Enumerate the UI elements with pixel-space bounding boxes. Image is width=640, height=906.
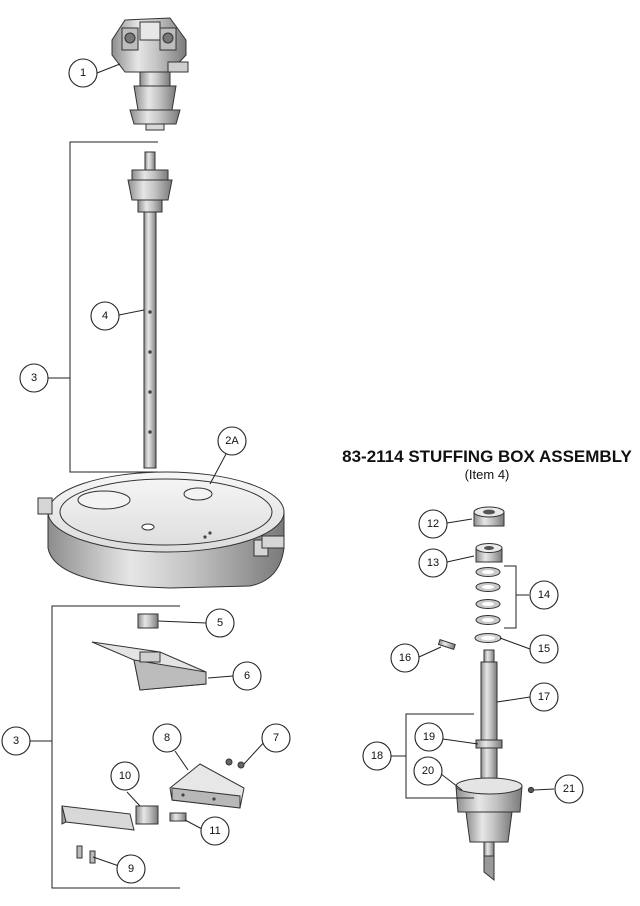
- svg-text:17: 17: [538, 691, 550, 703]
- callout-20: 20: [413, 756, 443, 786]
- svg-text:3: 3: [13, 735, 19, 747]
- callout-8: 8: [152, 723, 182, 753]
- svg-text:3: 3: [31, 372, 37, 384]
- svg-text:1: 1: [80, 67, 86, 79]
- key-part: [437, 638, 456, 650]
- callout-3-lower: 3: [1, 726, 31, 756]
- gland-part: [475, 543, 503, 563]
- gland-nut-part: [473, 506, 505, 527]
- o-ring-part: [475, 739, 503, 749]
- svg-text:19: 19: [423, 731, 435, 743]
- nut-part: [137, 613, 159, 629]
- svg-text:7: 7: [273, 732, 279, 744]
- svg-text:8: 8: [164, 732, 170, 744]
- ball-part: [225, 758, 233, 766]
- callout-2a: 2A: [217, 426, 247, 456]
- lower-plate-part: [61, 805, 135, 831]
- callout-1: 1: [68, 58, 98, 88]
- set-screw-part: [527, 786, 535, 794]
- svg-text:4: 4: [102, 310, 108, 322]
- callout-6: 6: [232, 661, 262, 691]
- callout-5: 5: [205, 608, 235, 638]
- svg-text:12: 12: [427, 518, 439, 530]
- svg-text:10: 10: [119, 770, 131, 782]
- callout-18: 18: [362, 741, 392, 771]
- callout-13: 13: [418, 548, 448, 578]
- block-part: [135, 805, 159, 825]
- shaft-part: [480, 649, 498, 787]
- assembly-title: 83-2114 STUFFING BOX ASSEMBLY: [342, 447, 632, 466]
- svg-text:2A: 2A: [225, 435, 239, 447]
- callout-17: 17: [529, 682, 559, 712]
- bracket-plate-part: [169, 763, 245, 809]
- svg-text:11: 11: [209, 825, 220, 837]
- pin-part: [169, 812, 187, 822]
- assembly-subtitle: (Item 4): [465, 467, 510, 482]
- svg-text:21: 21: [563, 783, 575, 795]
- svg-text:6: 6: [244, 670, 250, 682]
- screws-part: [76, 845, 96, 864]
- svg-text:13: 13: [427, 557, 439, 569]
- housing-part: [455, 777, 523, 882]
- washer-part: [474, 633, 502, 643]
- callout-9: 9: [116, 854, 146, 884]
- upper-group-bracket: [69, 141, 158, 473]
- packing-rings-part: [475, 567, 501, 625]
- air-motor-part: [111, 17, 189, 131]
- svg-text:18: 18: [371, 750, 383, 762]
- callout-19: 19: [414, 722, 444, 752]
- drum-cover-part: [37, 471, 285, 589]
- svg-text:5: 5: [217, 617, 223, 629]
- callout-15: 15: [529, 634, 559, 664]
- callout-7: 7: [261, 723, 291, 753]
- callout-14: 14: [529, 580, 559, 610]
- svg-text:14: 14: [538, 589, 550, 601]
- callout-21: 21: [554, 774, 584, 804]
- callout-3-upper: 3: [19, 363, 49, 393]
- callout-11: 11: [200, 816, 230, 846]
- foot-valve-part: [91, 641, 207, 691]
- callout-16: 16: [390, 643, 420, 673]
- svg-text:20: 20: [422, 765, 434, 777]
- svg-text:16: 16: [399, 652, 411, 664]
- callout-12: 12: [418, 509, 448, 539]
- packing-bracket: [504, 565, 517, 629]
- callout-4: 4: [90, 301, 120, 331]
- leader-lines: [30, 63, 555, 867]
- callout-10: 10: [110, 761, 140, 791]
- svg-text:9: 9: [128, 863, 134, 875]
- pump-tube-part: [127, 151, 173, 469]
- ball-part: [237, 761, 245, 769]
- svg-text:15: 15: [538, 643, 550, 655]
- lower-group-bracket: [51, 605, 180, 889]
